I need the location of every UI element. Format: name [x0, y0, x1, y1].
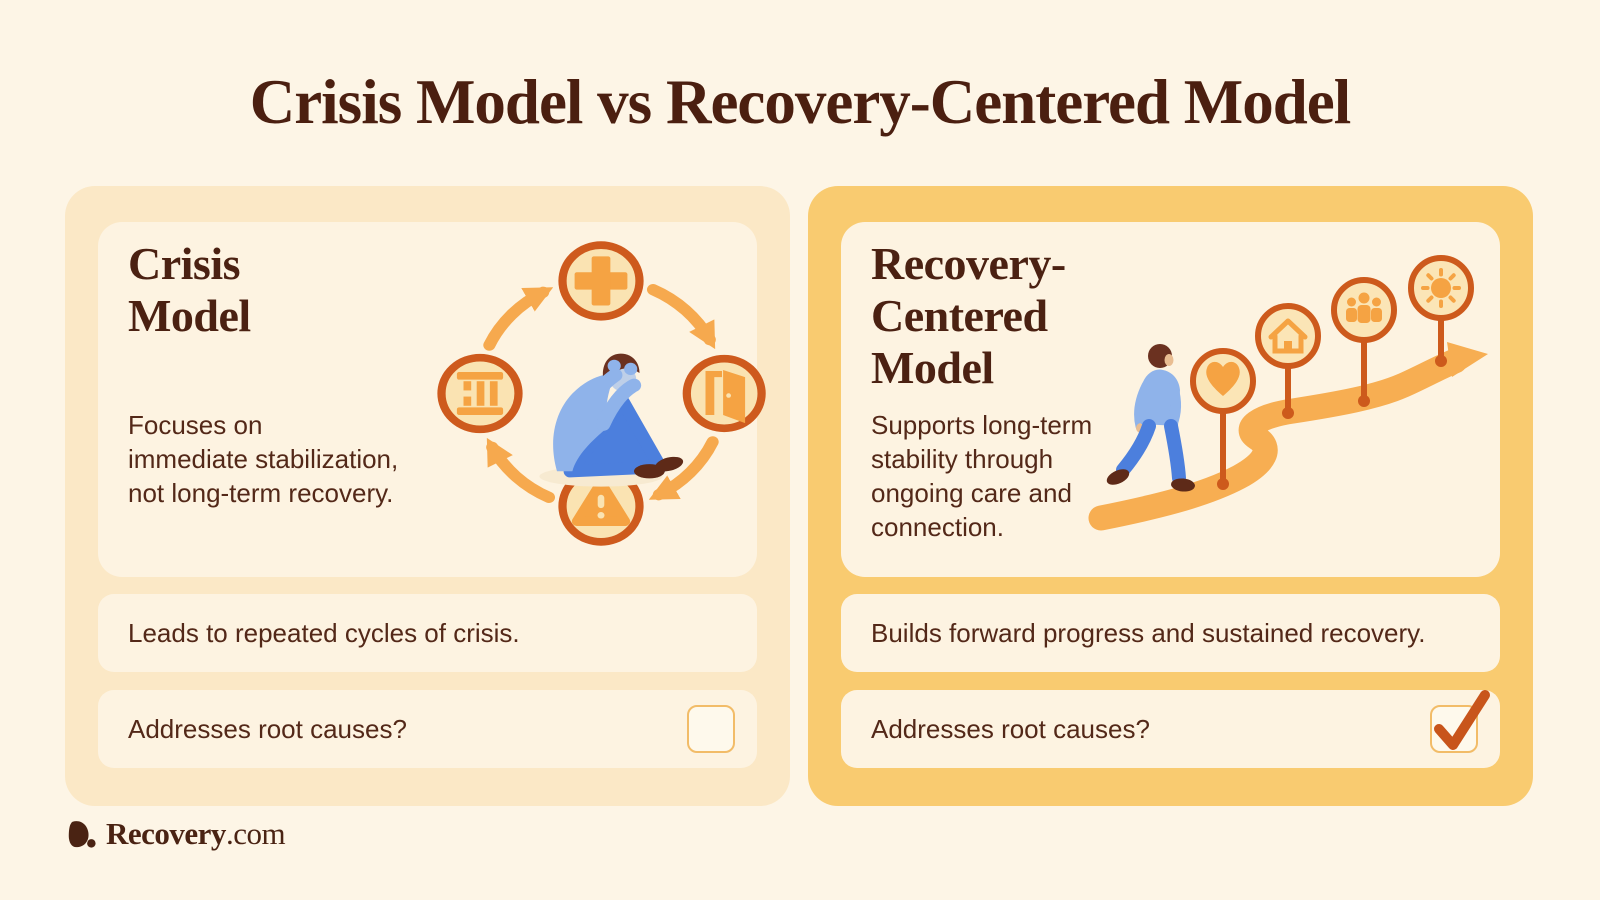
recovery-model-panel: Recovery- Centered Model Supports long-t… [808, 186, 1533, 806]
checkmark-icon [1434, 690, 1490, 750]
page-title: Crisis Model vs Recovery-Centered Model [249, 67, 1352, 137]
person-in-crisis-illustration [539, 353, 684, 487]
recovery-com-logo[interactable]: Recovery.com [65, 816, 286, 852]
walking-person-illustration [1106, 344, 1195, 492]
cycle-arrows-icon [483, 284, 719, 503]
recovery-model-card: Recovery- Centered Model Supports long-t… [841, 222, 1500, 577]
crisis-model-card: Crisis Model Focuses on immediate stabil… [98, 222, 766, 577]
door-icon [682, 354, 766, 433]
recovery-wordmark: Recovery.com [106, 816, 286, 851]
recovery-journey-illustration [1088, 255, 1488, 531]
recovery-model-heading: Recovery- Centered Model [871, 238, 1066, 393]
warning-triangle-icon [558, 466, 644, 546]
recovery-question-row: Addresses root causes? [841, 690, 1500, 768]
people-icon [1331, 277, 1397, 343]
crisis-statement-row: Leads to repeated cycles of crisis. [98, 594, 757, 672]
crisis-cycle-illustration [437, 241, 766, 546]
crisis-statement-text: Leads to repeated cycles of crisis. [128, 617, 520, 648]
crisis-question-row: Addresses root causes? [98, 690, 757, 768]
prison-bars-icon [437, 353, 523, 434]
sun-icon [1408, 255, 1474, 321]
crisis-model-panel: Crisis Model Focuses on immediate stabil… [65, 186, 790, 806]
crisis-model-heading: Crisis Model [128, 238, 251, 341]
medical-cross-icon [558, 241, 644, 321]
crisis-question-text: Addresses root causes? [128, 713, 407, 744]
winding-path-icon [1088, 342, 1488, 531]
recovery-statement-row: Builds forward progress and sustained re… [841, 594, 1500, 672]
pole-bases [1217, 355, 1447, 490]
recovery-leaf-icon [68, 821, 96, 848]
recovery-model-description: Supports long-term stability through ong… [871, 410, 1093, 542]
house-icon [1255, 303, 1321, 369]
recovery-statement-text: Builds forward progress and sustained re… [871, 617, 1426, 648]
crisis-checkbox-unchecked[interactable] [687, 705, 735, 753]
milestone-poles [1220, 316, 1444, 484]
crisis-model-description: Focuses on immediate stabilization, not … [128, 410, 399, 508]
heart-icon [1190, 348, 1256, 414]
recovery-question-text: Addresses root causes? [871, 713, 1150, 744]
recovery-checkbox-checked[interactable] [1430, 690, 1490, 753]
